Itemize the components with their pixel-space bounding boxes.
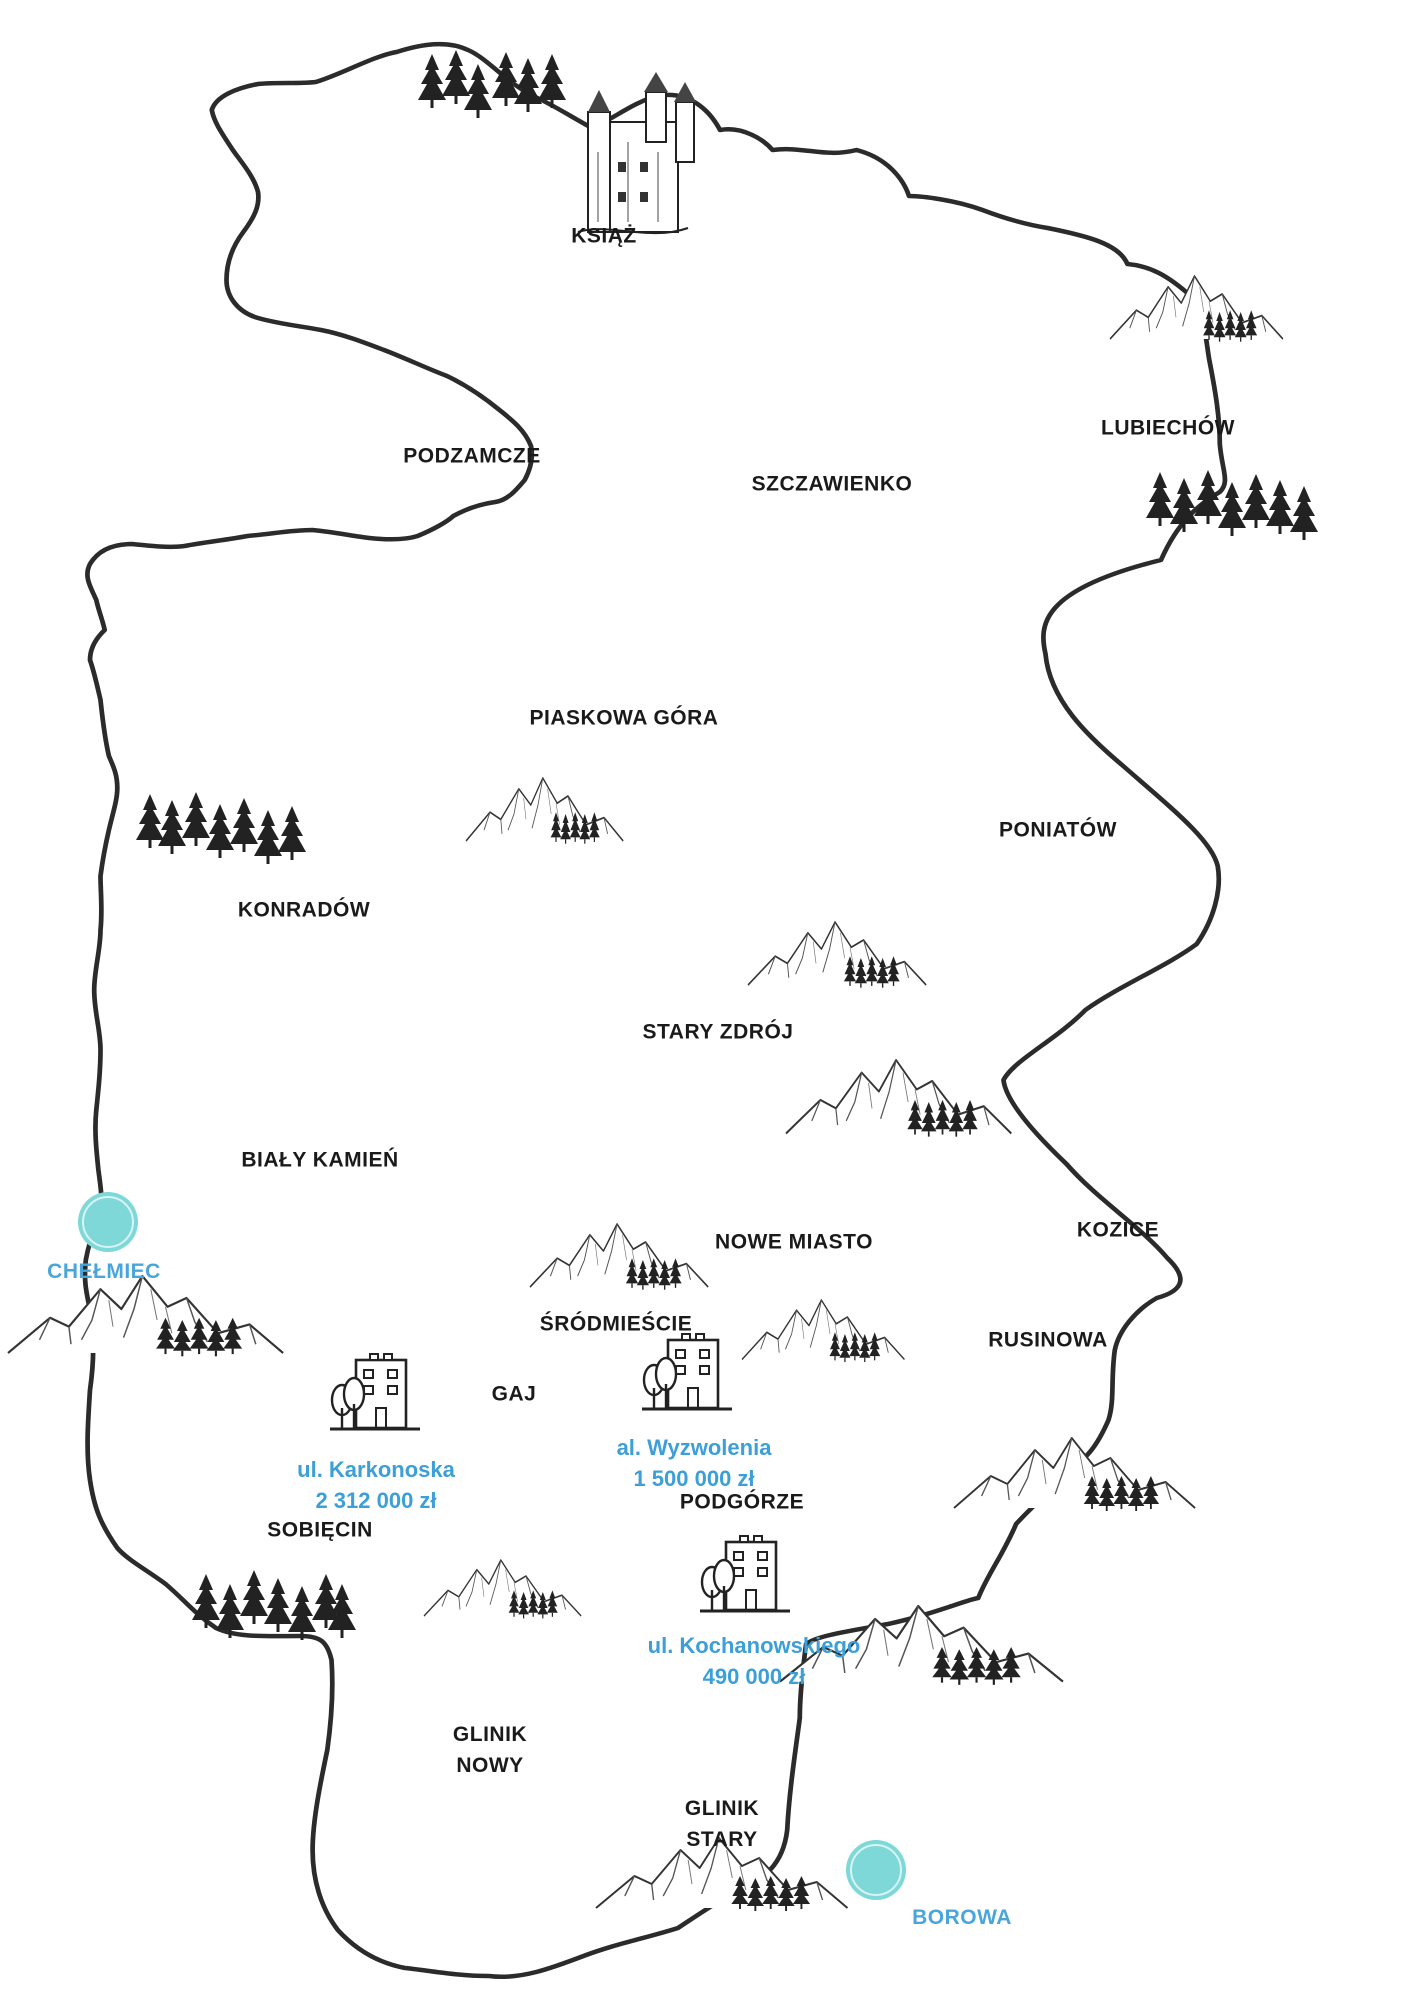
district-label-podgorze: PODGÓRZE	[679, 1490, 805, 1514]
city-boundary	[82, 41, 1228, 1979]
district-label-srodmiescie: ŚRÓDMIEŚCIE	[539, 1312, 693, 1336]
chelmiec-marker	[78, 1192, 138, 1252]
district-label-kozice: KOZICE	[1076, 1218, 1160, 1242]
village-label-borowa: BOROWA	[912, 1906, 1012, 1929]
district-label-stary-zdroj: STARY ZDRÓJ	[642, 1020, 794, 1044]
district-label-konradow: KONRADÓW	[237, 898, 371, 922]
district-label-podzamcze: PODZAMCZE	[403, 444, 541, 468]
listing-street: ul. Kochanowskiego	[647, 1633, 861, 1658]
village-label-chelmiec: CHEŁMIEC	[47, 1260, 161, 1283]
borowa-marker	[846, 1840, 906, 1900]
district-label-sobiecin: SOBIĘCIN	[267, 1518, 373, 1542]
listing-street: al. Wyzwolenia	[616, 1435, 772, 1460]
listing-kochanowskiego[interactable]: ul. Kochanowskiego 490 000 zł	[648, 1630, 861, 1692]
district-label-glinik-nowy: GLINIK NOWY	[452, 1723, 528, 1777]
district-label-piaskowa-gora: PIASKOWA GÓRA	[529, 706, 719, 730]
district-label-glinik-stary: GLINIK STARY	[684, 1797, 760, 1851]
castle-icon	[577, 72, 696, 235]
listing-price: 1 500 000 zł	[633, 1466, 755, 1491]
listing-price: 2 312 000 zł	[315, 1488, 437, 1513]
district-label-nowe-miasto: NOWE MIASTO	[715, 1230, 873, 1254]
listing-karkonoska[interactable]: ul. Karkonoska 2 312 000 zł	[297, 1454, 455, 1516]
district-label-poniatow: PONIATÓW	[999, 818, 1117, 842]
listing-street: ul. Karkonoska	[297, 1457, 455, 1482]
listing-price: 490 000 zł	[702, 1664, 806, 1689]
district-label-lubiechow: LUBIECHÓW	[1101, 416, 1235, 440]
district-label-szczawienko: SZCZAWIENKO	[751, 472, 913, 496]
district-label-gaj: GAJ	[491, 1382, 537, 1406]
listing-wyzwolenia[interactable]: al. Wyzwolenia 1 500 000 zł	[617, 1432, 772, 1494]
district-label-bialy-kamien: BIAŁY KAMIEŃ	[241, 1148, 399, 1172]
district-label-rusinowa: RUSINOWA	[988, 1328, 1108, 1352]
district-label-ksiaz: KSIĄŻ	[571, 224, 637, 248]
